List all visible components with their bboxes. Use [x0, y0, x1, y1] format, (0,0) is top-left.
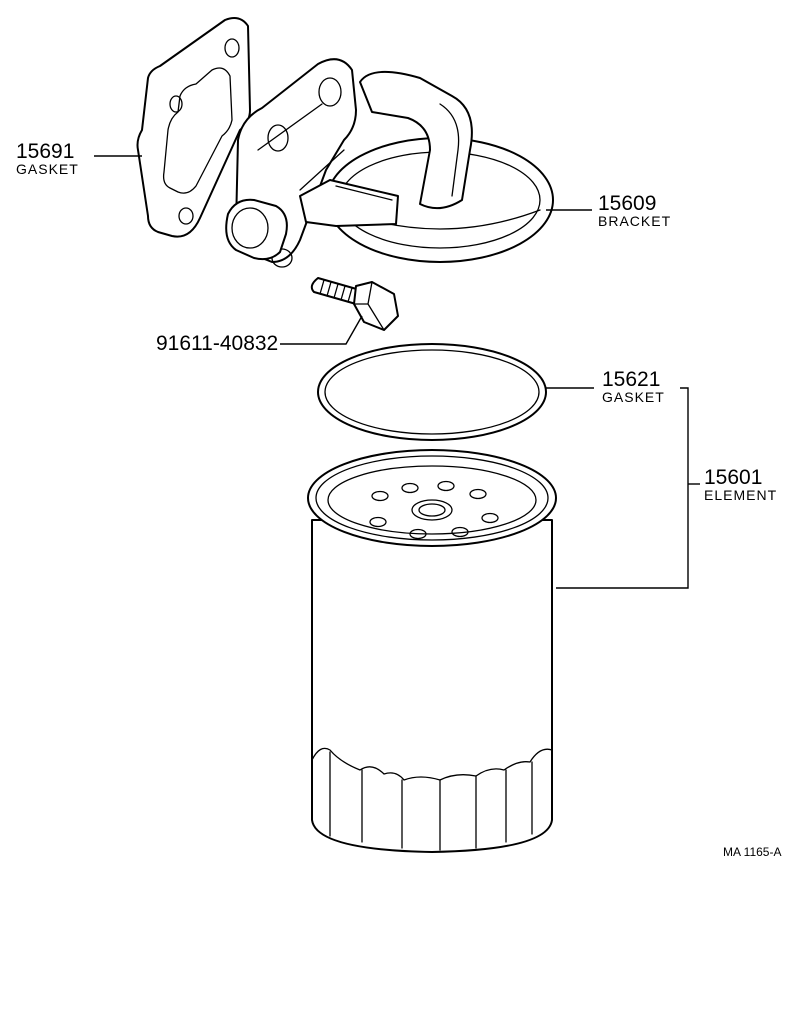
- leader-lines: [94, 155, 700, 589]
- filter-bracket: [225, 58, 554, 268]
- callout-15691: 15691 GASKET: [16, 140, 79, 177]
- callout-number: 15621: [602, 368, 660, 391]
- callout-number: 15691: [16, 140, 74, 163]
- callout-number: 15601: [704, 466, 762, 489]
- filter-element: [307, 449, 557, 853]
- callout-label: GASKET: [16, 161, 79, 177]
- callout-number: 91611-40832: [156, 332, 278, 355]
- callout-label: GASKET: [602, 389, 665, 405]
- callout-15609: 15609 BRACKET: [598, 192, 671, 229]
- bolt: [310, 277, 399, 331]
- reference-code: MA 1165-A: [723, 845, 781, 859]
- callout-bolt: 91611-40832: [156, 332, 278, 355]
- callout-number: 15609: [598, 192, 656, 215]
- callout-label: BRACKET: [598, 213, 671, 229]
- o-ring-gasket: [317, 343, 547, 441]
- callout-15601: 15601 ELEMENT: [704, 466, 777, 503]
- mounting-gasket: [136, 17, 251, 238]
- callout-15621: 15621 GASKET: [602, 368, 665, 405]
- callout-label: ELEMENT: [704, 487, 777, 503]
